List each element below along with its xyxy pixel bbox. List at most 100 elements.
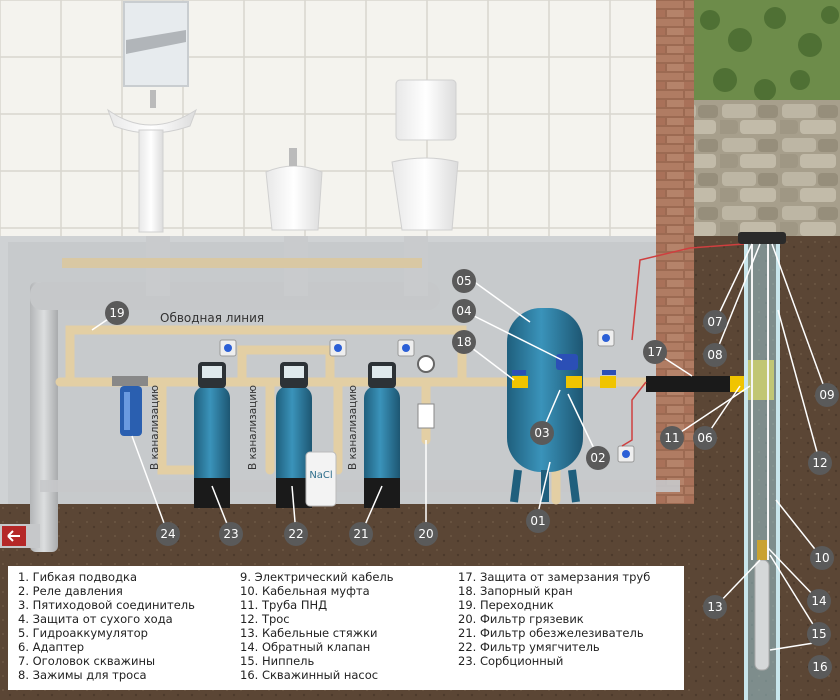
- svg-text:16: 16: [812, 660, 827, 674]
- svg-text:15: 15: [811, 627, 826, 641]
- svg-text:06: 06: [697, 431, 712, 445]
- toilet: [391, 79, 459, 231]
- callout-12: 12: [808, 451, 832, 475]
- legend-item: 8. Зажимы для троса: [18, 668, 147, 682]
- tiled-wall: [0, 0, 660, 236]
- svg-text:03: 03: [534, 426, 549, 440]
- callout-22: 22: [284, 522, 308, 546]
- svg-text:04: 04: [456, 304, 471, 318]
- sorption-filter: [194, 362, 230, 508]
- callout-18: 18: [452, 330, 476, 354]
- brick-wall-lower: [656, 236, 694, 506]
- legend-item: 14. Обратный клапан: [240, 640, 371, 654]
- callout-20: 20: [414, 522, 438, 546]
- svg-text:12: 12: [812, 456, 827, 470]
- drain-label-1: В канализацию: [149, 385, 161, 470]
- callout-24: 24: [156, 522, 180, 546]
- callout-04: 04: [452, 299, 476, 323]
- legend-item: 18. Запорный кран: [458, 584, 573, 598]
- legend: 1. Гибкая подводка 2. Реле давления 3. П…: [8, 566, 684, 690]
- legend-item: 7. Оголовок скважины: [18, 654, 156, 668]
- sink: [106, 90, 198, 233]
- stone-wall: [694, 100, 840, 236]
- electric-cable: [621, 243, 745, 447]
- svg-text:21: 21: [353, 527, 368, 541]
- svg-text:24: 24: [160, 527, 175, 541]
- blue-handles: [512, 354, 616, 375]
- legend-item: 2. Реле давления: [18, 584, 123, 598]
- legend-item: 15. Ниппель: [240, 654, 315, 668]
- salt-label: NaCl: [309, 470, 332, 481]
- legend-column-1: 1. Гибкая подводка 2. Реле давления 3. П…: [18, 570, 195, 682]
- legend-column-2: 9. Электрический кабель 10. Кабельная му…: [240, 570, 394, 682]
- callout-07: 07: [703, 310, 727, 334]
- drain-label-2: В канализацию: [247, 385, 259, 470]
- callout-03: 03: [530, 421, 554, 445]
- legend-item: 21. Фильтр обезжелезиватель: [458, 626, 644, 640]
- pressure-gauge: [417, 355, 435, 429]
- well-pump: [754, 559, 770, 671]
- legend-item: 5. Гидроаккумулятор: [18, 626, 148, 640]
- legend-item: 13. Кабельные стяжки: [240, 626, 378, 640]
- brick-wall-upper: [656, 0, 694, 236]
- callout-01: 01: [526, 509, 550, 533]
- svg-text:10: 10: [814, 551, 829, 565]
- svg-text:14: 14: [811, 594, 826, 608]
- bidet: [265, 148, 323, 231]
- svg-text:02: 02: [590, 451, 605, 465]
- svg-text:22: 22: [288, 527, 303, 541]
- legend-item: 6. Адаптер: [18, 640, 85, 654]
- well: [738, 232, 786, 700]
- callout-10: 10: [810, 546, 834, 570]
- svg-text:08: 08: [707, 348, 722, 362]
- svg-text:07: 07: [707, 315, 722, 329]
- legend-column-3: 17. Защита от замерзания труб 18. Запорн…: [458, 570, 650, 668]
- legend-item: 1. Гибкая подводка: [18, 570, 138, 584]
- callout-14: 14: [807, 589, 831, 613]
- iron-removal-filter: [364, 362, 400, 508]
- callout-05: 05: [452, 269, 476, 293]
- legend-item: 17. Защита от замерзания труб: [458, 570, 651, 584]
- svg-text:13: 13: [707, 600, 722, 614]
- pressure-switches: [219, 329, 635, 463]
- callout-06: 06: [693, 426, 717, 450]
- frost-protection: [646, 376, 730, 392]
- svg-text:09: 09: [819, 388, 834, 402]
- callout-17: 17: [643, 340, 667, 364]
- legend-item: 20. Фильтр грязевик: [458, 612, 584, 626]
- legend-item: 10. Кабельная муфта: [240, 584, 370, 598]
- svg-text:01: 01: [530, 514, 545, 528]
- callout-09: 09: [815, 383, 839, 407]
- svg-text:18: 18: [456, 335, 471, 349]
- softener-filter: NaCl: [276, 362, 337, 508]
- callout-21: 21: [349, 522, 373, 546]
- svg-text:19: 19: [109, 306, 124, 320]
- legend-item: 11. Труба ПНД: [240, 598, 328, 612]
- bypass-label: Обводная линия: [160, 311, 264, 325]
- callout-02: 02: [586, 446, 610, 470]
- callout-13: 13: [703, 595, 727, 619]
- callout-23: 23: [219, 522, 243, 546]
- callout-15: 15: [807, 622, 831, 646]
- sewer-pipes: [0, 236, 680, 552]
- legend-item: 23. Сорбционный: [458, 654, 564, 668]
- hydro-accumulator: [507, 308, 583, 503]
- drain-label-3: В канализацию: [347, 385, 359, 470]
- callout-11: 11: [660, 426, 684, 450]
- svg-text:23: 23: [223, 527, 238, 541]
- salt-tank: [305, 451, 337, 507]
- legend-item: 22. Фильтр умягчитель: [458, 640, 600, 654]
- well-head: [738, 232, 786, 244]
- callout-16: 16: [808, 655, 832, 679]
- callout-08: 08: [703, 343, 727, 367]
- leader-lines: [91, 243, 828, 651]
- legend-item: 16. Скважинный насос: [240, 668, 379, 682]
- legend-item: 19. Переходник: [458, 598, 554, 612]
- legend-item: 3. Пятиходовой соединитель: [18, 598, 195, 612]
- svg-text:17: 17: [647, 345, 662, 359]
- legend-item: 9. Электрический кабель: [240, 570, 394, 584]
- svg-text:20: 20: [418, 527, 433, 541]
- mud-filter: [112, 376, 148, 436]
- legend-item: 12. Трос: [240, 612, 290, 626]
